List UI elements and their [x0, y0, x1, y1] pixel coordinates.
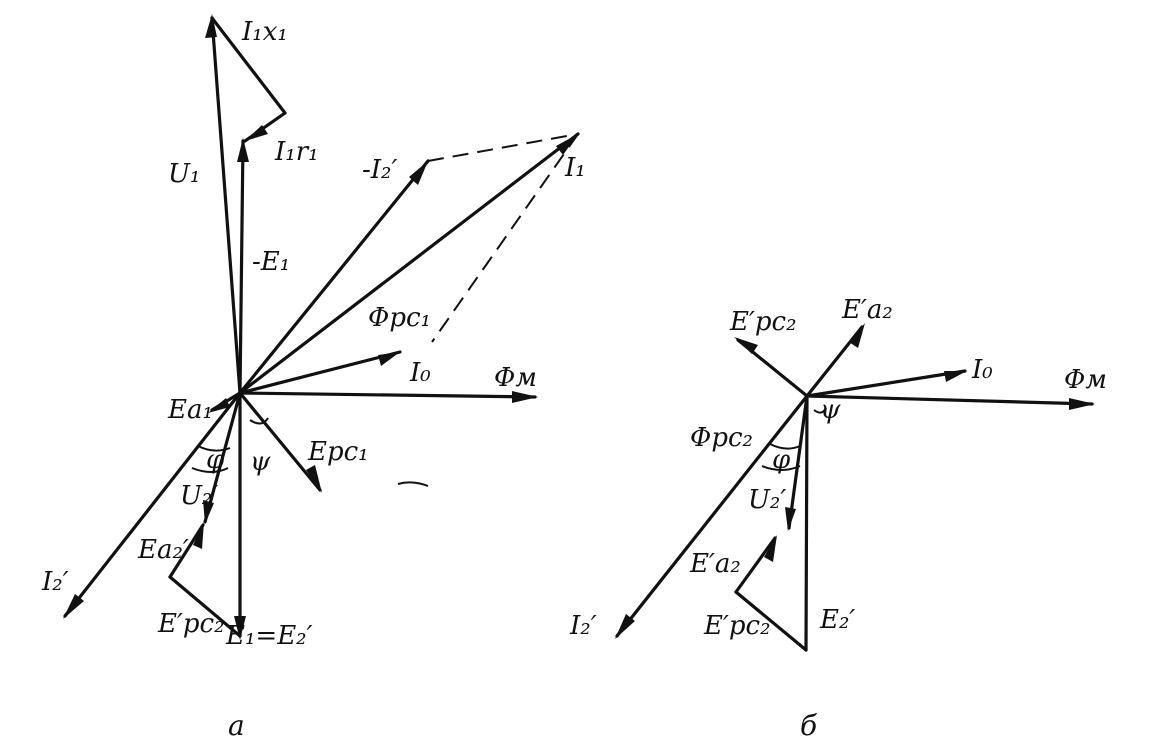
vector-epc1 [238, 391, 322, 492]
label-i1: I₁ [564, 153, 586, 183]
label-phi-pc1: Φрс₁ [368, 303, 431, 333]
label-b-i0: I₀ [971, 355, 993, 385]
caption-b: б [800, 709, 818, 742]
label-i2p: I₂′ [41, 567, 69, 597]
angle-arc-psi [249, 417, 269, 425]
vector-phi-m [238, 391, 537, 399]
vector-epc2p [168, 575, 242, 638]
label-neg-e1: -E₁ [252, 247, 290, 277]
vector-b-ea2p-lower [734, 536, 777, 594]
angle-arc-b-phi [769, 443, 801, 450]
label-e1-eq-e2p: E₁=E₂′ [225, 621, 313, 651]
diagram-a: I₁x₁ I₁r₁ U₁ -I₂′ I₁ -E₁ Φрс₁ I₀ Φм Eа₁ … [41, 14, 586, 742]
vector-i1x1 [210, 16, 287, 115]
label-b-e2p: E₂′ [819, 605, 855, 635]
label-b-phi-m: Φм [1064, 365, 1107, 395]
vector-neg-i2p [238, 159, 430, 395]
label-b-ea2p-lower: E′а₂ [689, 549, 741, 579]
arrowhead-b-epc2p [734, 337, 758, 354]
label-b-epc2p: E′рс₂ [729, 307, 797, 337]
label-b-psi: ψ [820, 395, 841, 425]
arrowhead-epc1 [306, 465, 322, 493]
arrowhead-neg-i2p [409, 161, 428, 185]
arrowhead-b-phi-m [1069, 398, 1095, 410]
label-b-u2p: U₂′ [748, 485, 786, 515]
label-b-phi-pc2: Φрс₂ [690, 423, 753, 453]
stray-mark [397, 481, 429, 487]
vector-i0 [238, 350, 402, 395]
vector-ea2p [168, 523, 205, 579]
vector-neg-e1 [238, 139, 245, 395]
vector-i2p [63, 391, 242, 618]
vector-b-e2p [804, 394, 809, 652]
arrowhead-b-u2p [785, 507, 796, 531]
vector-i1 [238, 132, 580, 395]
arrowhead-i1 [556, 134, 578, 155]
label-phi-m: Φм [494, 363, 537, 393]
arrowhead-i1r1 [245, 125, 268, 141]
label-neg-i2p: -I₂′ [362, 155, 397, 185]
label-ea1: Eа₁ [167, 395, 213, 425]
label-phi-angle: φ [206, 445, 225, 475]
dashed-line-top [427, 133, 579, 162]
label-ea2p: Eа₂′ [137, 535, 189, 565]
angle-arc-phi-2 [191, 467, 229, 473]
label-u1: U₁ [168, 159, 200, 189]
vector-b-i2p [615, 394, 809, 638]
vector-u2p [203, 391, 242, 524]
label-epc2p: E′рс₂ [157, 609, 225, 639]
label-i1r1: I₁r₁ [274, 137, 319, 167]
arrowhead-u1 [205, 14, 217, 38]
arrowhead-ea1 [208, 398, 230, 413]
arrowhead-e1-eq-e2p [234, 616, 246, 640]
label-i1x1: I₁x₁ [241, 17, 288, 47]
label-psi-angle: ψ [250, 447, 271, 477]
vector-b-i0 [805, 369, 967, 398]
caption-a: а [228, 709, 245, 742]
arrowhead-b-i0 [944, 371, 967, 382]
label-b-ea2p: E′а₂ [841, 295, 893, 325]
arrowhead-b-ea2p [849, 323, 865, 348]
label-epc1: Eрс₁ [307, 437, 369, 467]
arrowhead-b-ea2p-lower [764, 535, 777, 562]
arrowhead-i0 [378, 352, 400, 366]
label-b-epc2p-lower: E′рс₂ [703, 611, 771, 641]
arrowhead-ea2p [193, 522, 204, 549]
arrowhead-u2p [203, 500, 214, 524]
vector-b-phi-m [805, 394, 1094, 406]
label-u2p: U₂′ [180, 481, 218, 511]
arrowhead-i2p [63, 594, 84, 619]
label-i0: I₀ [409, 358, 431, 388]
arrowhead-neg-e1 [237, 138, 249, 162]
diagram-b: E′рс₂ E′а₂ I₀ Φм ψ Φрс₂ φ U₂′ E′а₂ I₂′ E… [569, 295, 1107, 742]
vector-b-u2p [787, 394, 809, 530]
angle-arc-b-phi-2 [761, 465, 801, 471]
arrowhead-phi-m [512, 391, 538, 403]
label-b-i2p: I₂′ [569, 611, 597, 641]
arrowhead-b-i2p [615, 614, 635, 639]
angle-arc-b-psi [813, 407, 827, 414]
dashed-line-diagonal [431, 133, 579, 343]
vector-u1 [210, 16, 242, 395]
angle-arc-phi [197, 445, 231, 452]
vector-b-epc2p-lower [734, 590, 808, 652]
label-b-phi-angle: φ [772, 445, 791, 475]
